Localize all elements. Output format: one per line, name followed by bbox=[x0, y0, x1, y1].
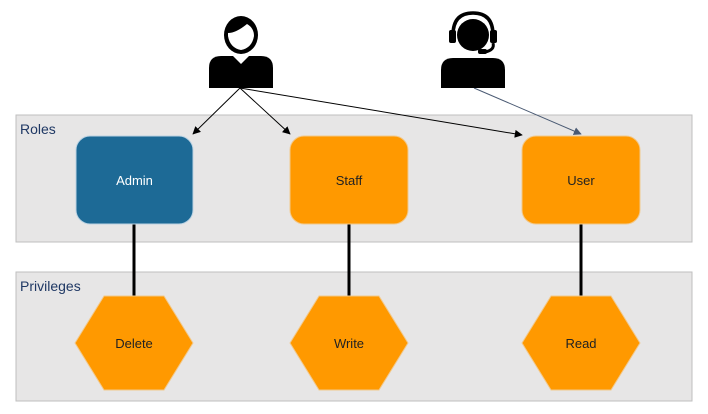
role-admin-box bbox=[75, 135, 194, 225]
arrow-admin-person-to-user bbox=[239, 87, 523, 138]
headset-person-icon bbox=[441, 11, 505, 88]
role-staff-label: Staff bbox=[336, 173, 363, 188]
role-user[interactable]: User bbox=[521, 135, 641, 225]
role-staff[interactable]: Staff bbox=[289, 135, 409, 225]
privilege-write-hexagon bbox=[289, 295, 409, 391]
role-admin[interactable]: Admin bbox=[75, 135, 194, 225]
role-staff-box bbox=[289, 135, 409, 225]
privilege-write[interactable]: Write bbox=[289, 295, 409, 391]
privilege-read[interactable]: Read bbox=[521, 295, 641, 391]
privilege-read-label: Read bbox=[565, 336, 596, 351]
person-icon bbox=[209, 16, 273, 88]
privilege-delete[interactable]: Delete bbox=[74, 295, 194, 391]
role-user-box bbox=[521, 135, 641, 225]
role-admin-label: Admin bbox=[116, 173, 153, 188]
roles-panel-label: Roles bbox=[20, 121, 56, 137]
role-user-label: User bbox=[567, 173, 595, 188]
arrow-admin-person-to-admin bbox=[192, 87, 241, 135]
privilege-read-hexagon bbox=[521, 295, 641, 391]
privileges-panel-label: Privileges bbox=[20, 278, 81, 294]
privilege-write-label: Write bbox=[334, 336, 364, 351]
arrow-admin-person-to-staff bbox=[239, 87, 291, 135]
arrow-support-person-to-user bbox=[473, 87, 582, 135]
privilege-delete-hexagon bbox=[74, 295, 194, 391]
privilege-delete-label: Delete bbox=[115, 336, 153, 351]
